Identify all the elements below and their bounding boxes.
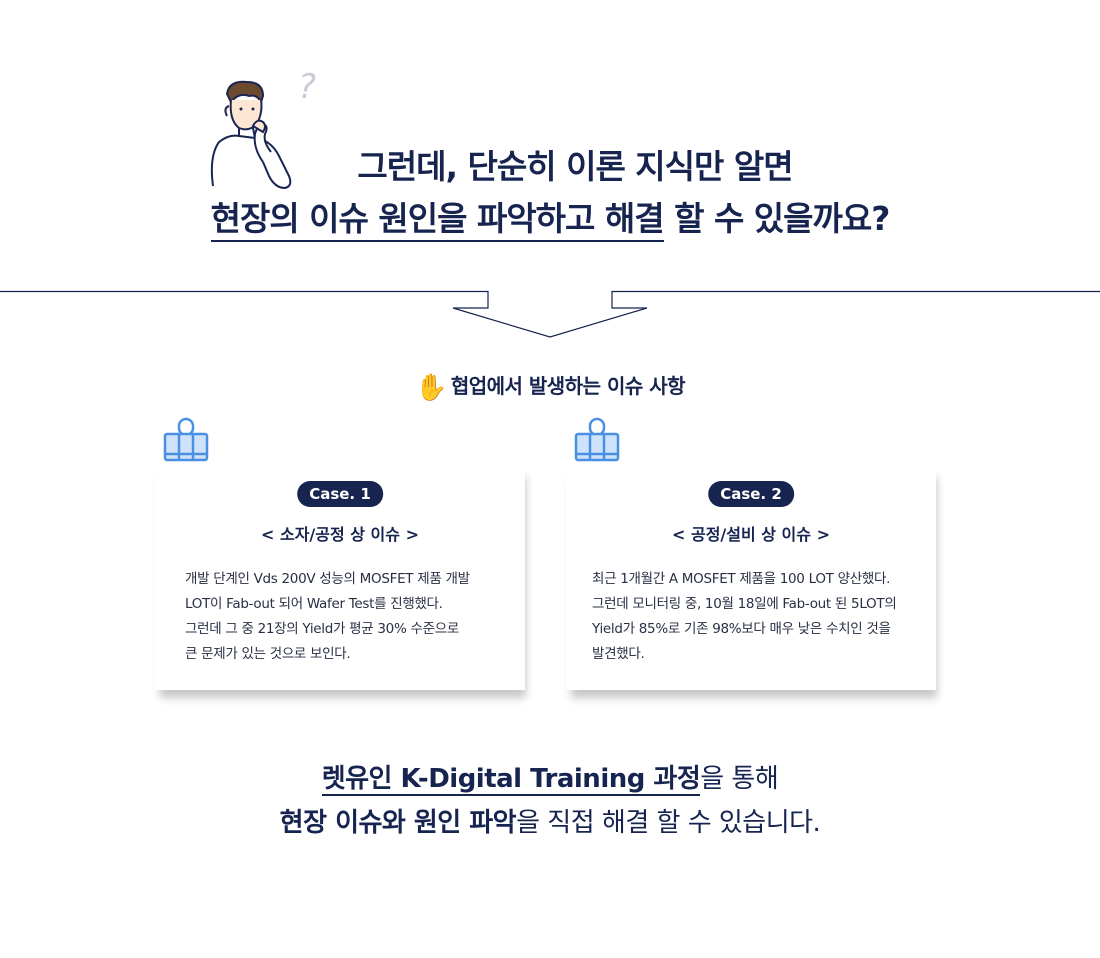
thinking-person-illustration	[210, 80, 292, 190]
case-body-line: LOT이 Fab-out 되어 Wafer Test를 진행했다.	[185, 596, 443, 612]
closing-line-1: 렛유인 K-Digital Training 과정을 통해	[321, 764, 779, 796]
binder-clip-icon	[163, 417, 209, 462]
closing-line-2: 현장 이슈와 원인 파악을 직접 해결 할 수 있습니다.	[279, 808, 821, 838]
question-mark-decoration: ?	[298, 67, 317, 107]
section-label: ✋협업에서 발생하는 이슈 사항	[414, 373, 686, 403]
case-body-line: Yield가 85%로 기존 98%보다 매우 낮은 수치인 것을	[592, 621, 891, 637]
case-badge: Case. 1	[297, 481, 383, 507]
heading-line-2: 현장의 이슈 원인을 파악하고 해결 할 수 있을까요?	[0, 192, 1100, 242]
binder-clip-icon	[574, 417, 620, 462]
case-body-line: 큰 문제가 있는 것으로 보인다.	[185, 646, 351, 662]
case-body: 최근 1개월간 A MOSFET 제품을 100 LOT 양산했다. 그런데 모…	[592, 567, 922, 667]
case-body-line: 발견했다.	[592, 646, 645, 662]
divider-arrow	[0, 290, 1100, 338]
heading-underlined-phrase: 현장의 이슈 원인을 파악하고 해결	[210, 199, 665, 242]
case-body: 개발 단계인 Vds 200V 성능의 MOSFET 제품 개발 LOT이 Fa…	[185, 567, 515, 667]
case-title: < 공정/설비 상 이슈 >	[672, 525, 830, 544]
hand-wave-icon: ✋	[414, 373, 447, 403]
heading-line-2-rest: 할 수 있을까요?	[663, 199, 890, 238]
heading-line-1: 그런데, 단순히 이론 지식만 알면	[357, 147, 793, 186]
case-body-line: 그런데 모니터링 중, 10월 18일에 Fab-out 된 5LOT의	[592, 596, 897, 612]
course-name: 렛유인 K-Digital Training 과정	[321, 764, 701, 796]
case-body-line: 최근 1개월간 A MOSFET 제품을 100 LOT 양산했다.	[592, 571, 891, 587]
case-card-1: Case. 1 < 소자/공정 상 이슈 > 개발 단계인 Vds 200V 성…	[155, 465, 525, 690]
case-title: < 소자/공정 상 이슈 >	[261, 525, 419, 544]
case-card-2: Case. 2 < 공정/설비 상 이슈 > 최근 1개월간 A MOSFET …	[566, 465, 936, 690]
case-badge: Case. 2	[708, 481, 794, 507]
closing-emphasis: 현장 이슈와 원인 파악	[279, 808, 517, 838]
case-body-line: 개발 단계인 Vds 200V 성능의 MOSFET 제품 개발	[185, 571, 470, 587]
case-body-line: 그런데 그 중 21장의 Yield가 평균 30% 수준으로	[185, 621, 459, 637]
